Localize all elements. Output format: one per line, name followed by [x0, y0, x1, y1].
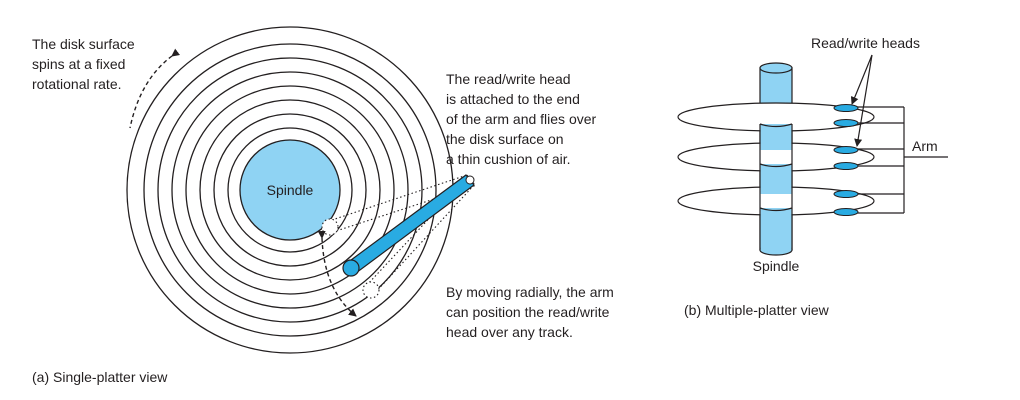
- heads-pointer-arrow: [854, 54, 873, 147]
- arm-label: Arm: [912, 138, 938, 154]
- spin-note-line: The disk surface: [32, 36, 135, 52]
- multi-spindle-label: Spindle: [753, 258, 800, 274]
- spindle-segment: [760, 124, 792, 150]
- head-icon: [833, 119, 859, 127]
- head-note: The read/write head is attached to the e…: [446, 71, 600, 167]
- spindle: [239, 139, 341, 241]
- arm-ghost-lower: [362, 178, 476, 299]
- multi-platter-caption: (b) Multiple-platter view: [684, 302, 830, 318]
- read-write-heads: [833, 104, 859, 216]
- heads-pointer-arrow: [850, 54, 873, 105]
- head-note-line: The read/write head: [446, 71, 571, 87]
- head-note-line: a thin cushion of air.: [446, 151, 571, 167]
- move-note-line: head over any track.: [446, 324, 573, 340]
- head-icon: [833, 208, 859, 216]
- head-note-line: is attached to the end: [446, 91, 580, 107]
- rotation-arrow-icon: [129, 48, 180, 129]
- single-platter-caption: (a) Single-platter view: [32, 369, 168, 385]
- multi-platter-view: Read/write heads Arm Spindle (b) Multipl…: [677, 35, 948, 318]
- head-note-line: of the arm and flies over: [446, 111, 597, 127]
- head-icon: [833, 146, 859, 154]
- disk-platter: [126, 26, 454, 354]
- multi-spindle-top: [759, 62, 793, 74]
- spin-note: The disk surface spins at a fixed rotati…: [32, 36, 139, 92]
- head-icon: [833, 190, 859, 198]
- spindle-segment: [760, 164, 792, 194]
- move-note-line: By moving radially, the arm: [446, 284, 614, 300]
- head-note-line: the disk surface on: [446, 131, 564, 147]
- spindle-segment: [760, 208, 792, 250]
- spin-note-line: rotational rate.: [32, 76, 122, 92]
- head-icon: [833, 104, 859, 112]
- spindle-label: Spindle: [267, 182, 314, 198]
- move-note-line: can position the read/write: [446, 304, 610, 320]
- single-platter-view: Spindle The disk surface spins at a fixe…: [32, 26, 618, 385]
- radial-movement-arrow-icon: [317, 230, 357, 317]
- move-note: By moving radially, the arm can position…: [446, 284, 618, 340]
- spin-note-line: spins at a fixed: [32, 56, 125, 72]
- arm-pivot: [465, 175, 475, 185]
- head-icon: [833, 162, 859, 170]
- heads-label: Read/write heads: [811, 35, 920, 51]
